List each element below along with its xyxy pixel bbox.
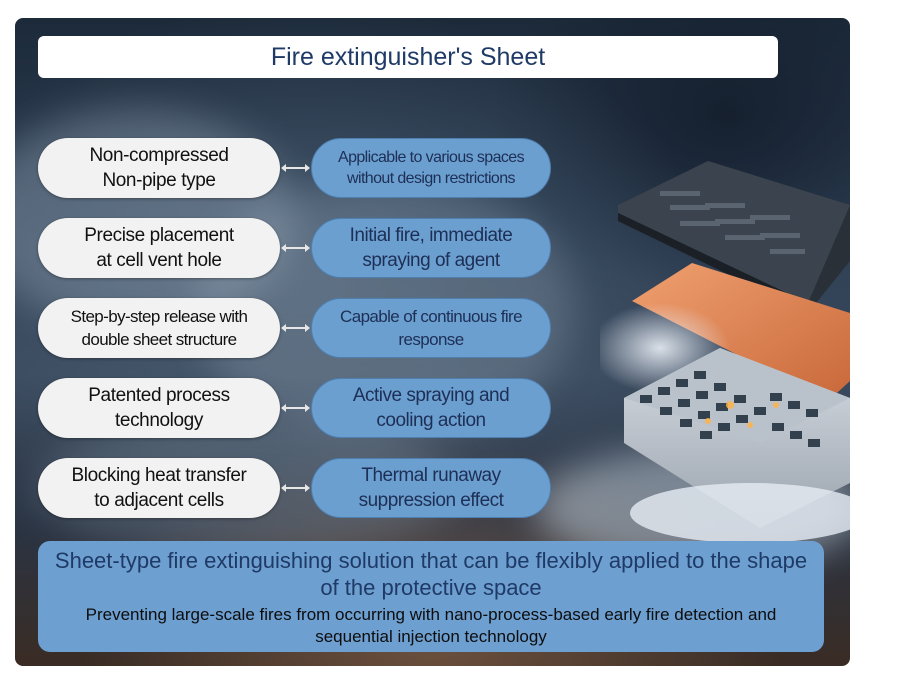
summary-headline: Sheet-type fire extinguishing solution t… xyxy=(54,548,808,600)
feature-row: Precise placement at cell vent hole Init… xyxy=(38,218,558,278)
double-arrow-icon xyxy=(281,324,310,332)
feature-effect-text: Applicable to various spaces without des… xyxy=(338,149,525,187)
feature-cause: Step-by-step release with double sheet s… xyxy=(38,298,280,358)
feature-effect: Initial fire, immediate spraying of agen… xyxy=(311,218,551,278)
page-title: Fire extinguisher's Sheet xyxy=(38,36,778,78)
feature-cause-text: Precise placement at cell vent hole xyxy=(84,225,234,271)
feature-cause: Precise placement at cell vent hole xyxy=(38,218,280,278)
extinguisher-sheet xyxy=(632,263,850,401)
cover-vent-holes xyxy=(660,191,805,254)
feature-effect: Active spraying and cooling action xyxy=(311,378,551,438)
feature-cause: Patented process technology xyxy=(38,378,280,438)
battery-cells xyxy=(624,348,850,528)
summary-box: Sheet-type fire extinguishing solution t… xyxy=(38,541,824,652)
feature-cause-text: Step-by-step release with double sheet s… xyxy=(70,307,248,349)
feature-cause-text: Patented process technology xyxy=(88,385,230,431)
summary-detail: Preventing large-scale fires from occurr… xyxy=(85,605,777,646)
slide-background: Fire extinguisher's Sheet xyxy=(15,18,850,666)
feature-row: Blocking heat transfer to adjacent cells… xyxy=(38,458,558,518)
feature-effect-text: Capable of continuous fire response xyxy=(340,307,523,349)
feature-row: Non-compressed Non-pipe type Applicable … xyxy=(38,138,558,198)
battery-module-illustration xyxy=(600,161,850,543)
double-arrow-icon xyxy=(281,164,310,172)
feature-effect-text: Initial fire, immediate spraying of agen… xyxy=(349,225,513,271)
feature-row: Step-by-step release with double sheet s… xyxy=(38,298,558,358)
feature-cause-text: Blocking heat transfer to adjacent cells xyxy=(71,465,247,511)
feature-effect-text: Active spraying and cooling action xyxy=(352,385,510,431)
feature-effect-text: Thermal runaway suppression effect xyxy=(358,465,504,511)
double-arrow-icon xyxy=(281,484,310,492)
double-arrow-icon xyxy=(281,404,310,412)
feature-row: Patented process technology Active spray… xyxy=(38,378,558,438)
feature-effect: Capable of continuous fire response xyxy=(311,298,551,358)
mist xyxy=(630,483,850,543)
feature-cause: Non-compressed Non-pipe type xyxy=(38,138,280,198)
feature-cause: Blocking heat transfer to adjacent cells xyxy=(38,458,280,518)
feature-cause-text: Non-compressed Non-pipe type xyxy=(89,145,229,191)
feature-effect: Applicable to various spaces without des… xyxy=(311,138,551,198)
feature-effect: Thermal runaway suppression effect xyxy=(311,458,551,518)
double-arrow-icon xyxy=(281,244,310,252)
